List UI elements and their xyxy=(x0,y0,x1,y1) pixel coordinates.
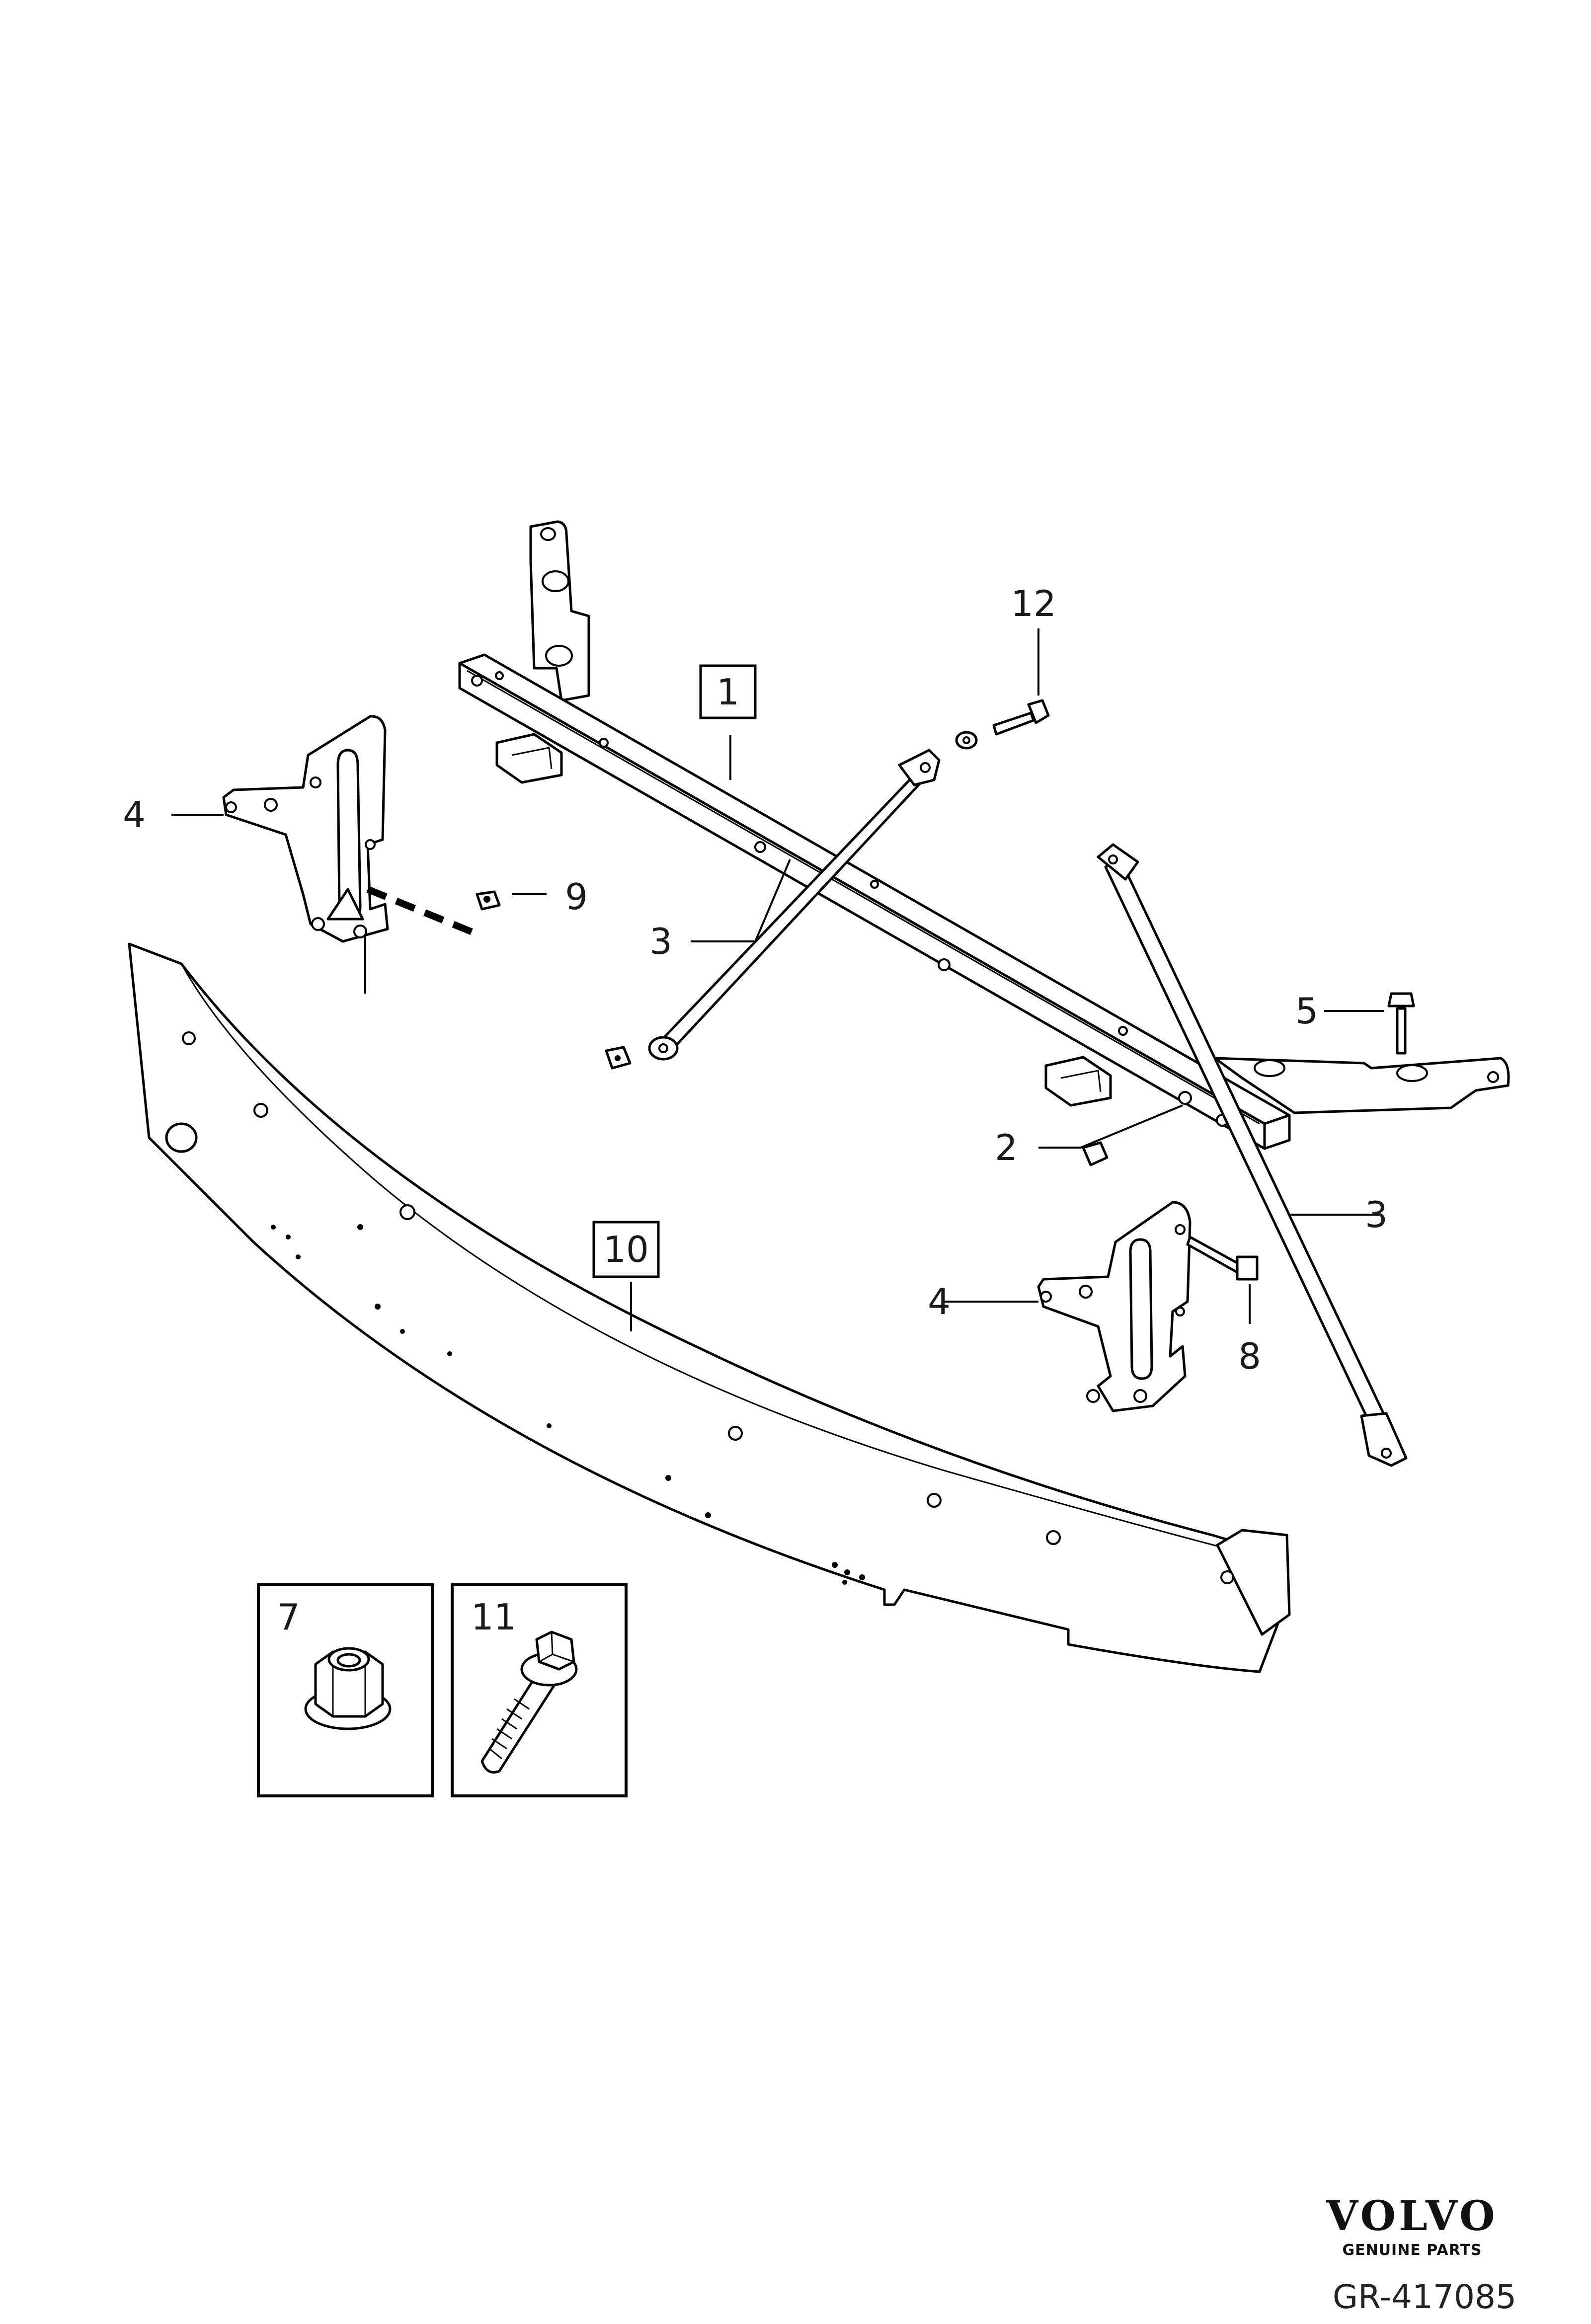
callout-3-left: 3 xyxy=(649,921,672,962)
callout-3-right: 3 xyxy=(1365,1194,1388,1236)
svg-text:12: 12 xyxy=(1011,583,1056,624)
svg-text:7: 7 xyxy=(277,1596,300,1638)
crossmember-holes xyxy=(471,671,1229,1127)
flange-nut-icon xyxy=(304,1647,392,1730)
svg-text:4: 4 xyxy=(123,794,146,836)
upper-mount-bracket xyxy=(529,520,590,702)
bumper-beam xyxy=(128,942,1291,1673)
side-bracket-right xyxy=(1037,1201,1192,1412)
nut-rod-left xyxy=(605,1046,632,1070)
tension-rod-right xyxy=(1097,843,1408,1467)
callout-8: 8 xyxy=(1238,1335,1261,1377)
leader-lines xyxy=(171,628,1384,1331)
callout-9: 9 xyxy=(565,876,588,918)
svg-text:1: 1 xyxy=(716,671,739,713)
bolt-8 xyxy=(1186,1236,1259,1281)
svg-text:3: 3 xyxy=(649,921,672,962)
svg-text:9: 9 xyxy=(565,876,588,918)
callout-1: 1 xyxy=(699,664,757,719)
crossmember xyxy=(458,653,1510,1150)
callout-4-left: 4 xyxy=(123,794,146,836)
svg-text:11: 11 xyxy=(471,1596,517,1638)
callout-4-right: 4 xyxy=(928,1281,951,1322)
bolt-5 xyxy=(1387,992,1415,1055)
svg-text:10: 10 xyxy=(603,1229,649,1270)
callout-10: 10 xyxy=(592,1221,660,1278)
svg-text:8: 8 xyxy=(1238,1335,1261,1377)
bolt-12 xyxy=(955,699,1050,750)
flange-bolt-icon xyxy=(480,1630,578,1774)
svg-text:2: 2 xyxy=(995,1127,1018,1168)
svg-text:3: 3 xyxy=(1365,1194,1388,1236)
callout-2: 2 xyxy=(995,1127,1018,1168)
brand-subtitle: GENUINE PARTS xyxy=(1342,2242,1482,2259)
tension-rod-left xyxy=(648,749,941,1061)
nut-9 xyxy=(476,890,501,911)
assembly-dashed-line xyxy=(366,886,478,937)
svg-text:5: 5 xyxy=(1295,990,1318,1032)
side-bracket-left xyxy=(222,715,389,943)
callout-5: 5 xyxy=(1295,990,1318,1032)
brand-logo: VOLVO GENUINE PARTS xyxy=(1308,2196,1516,2259)
diagram-reference-code: GR-417085 xyxy=(1332,2278,1516,2316)
inset-bolt: 11 xyxy=(451,1583,628,1797)
svg-text:4: 4 xyxy=(928,1281,951,1322)
inset-nut: 7 xyxy=(257,1583,434,1797)
callout-12: 12 xyxy=(1011,583,1056,624)
brand-name: VOLVO xyxy=(1326,2192,1498,2240)
bolt-2 xyxy=(1082,1141,1109,1166)
